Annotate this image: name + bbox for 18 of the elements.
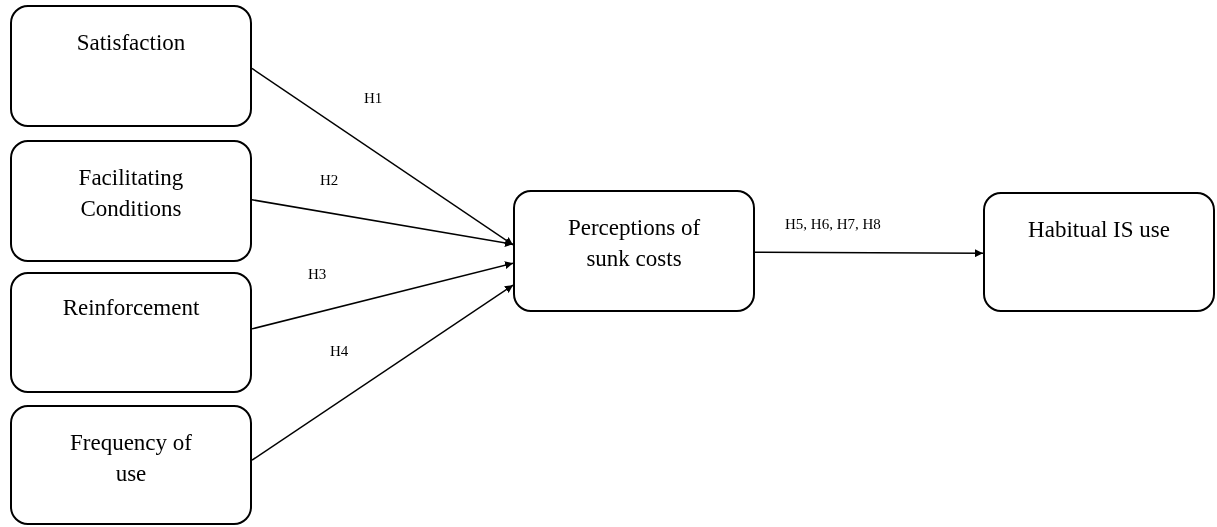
construct-box — [10, 405, 252, 525]
construct-box — [10, 5, 252, 127]
construct-box — [983, 192, 1215, 312]
edge-label: H5, H6, H7, H8 — [783, 216, 883, 233]
construct-box — [10, 140, 252, 262]
arrow — [251, 261, 514, 330]
arrow — [251, 199, 514, 247]
construct-label: Perceptions of sunk costs — [566, 214, 702, 274]
construct-label: Satisfaction — [75, 29, 187, 57]
construct-box — [10, 272, 252, 393]
arrow — [251, 284, 514, 461]
arrow — [754, 249, 984, 258]
construct-label: Facilitating Conditions — [77, 164, 185, 224]
construct-box — [513, 190, 755, 312]
construct-label: Reinforcement — [61, 294, 201, 322]
construct-label: Habitual IS use — [1027, 216, 1171, 244]
arrow — [251, 67, 514, 246]
construct-label: Frequency of use — [69, 429, 193, 489]
